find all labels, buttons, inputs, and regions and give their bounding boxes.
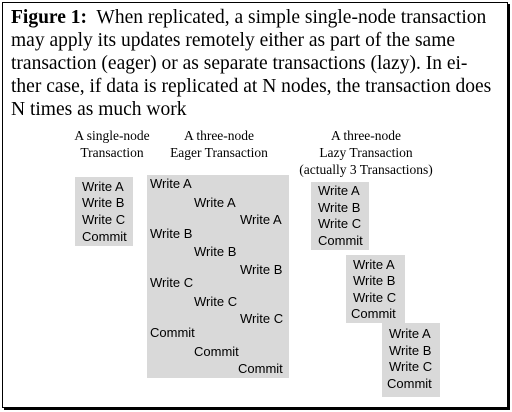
lazy-transaction-1-box xyxy=(311,182,369,250)
lazy-t1-write-b: Write B xyxy=(318,200,361,215)
eager-title-line-2: Eager Transaction xyxy=(170,145,268,160)
lazy-t3-commit: Commit xyxy=(387,376,432,391)
eager-op-node2-write-c: Write C xyxy=(194,294,238,309)
single-transaction-box xyxy=(75,177,133,246)
lazy-title-line-2: Lazy Transaction xyxy=(319,145,413,160)
lazy-title-line-3: (actually 3 Transactions) xyxy=(299,162,433,177)
caption-line-4: ther case, if data is replicated at N no… xyxy=(11,76,492,97)
single-title-line-1: A single-node xyxy=(74,128,150,143)
eager-transaction-box xyxy=(147,175,289,378)
eager-op-node3-write-b: Write B xyxy=(240,262,283,277)
caption-line-5: N times as much work xyxy=(11,99,187,120)
figure-caption: Figure 1: When replicated, a simple sing… xyxy=(11,6,503,121)
single-title-line-2: Transaction xyxy=(80,145,144,160)
eager-op-node1-write-b: Write B xyxy=(150,226,193,241)
eager-op-node1-write-a: Write A xyxy=(150,176,192,191)
lazy-t2-write-b: Write B xyxy=(353,273,396,288)
eager-op-node3-write-a: Write A xyxy=(240,212,282,227)
lazy-t1-write-c: Write C xyxy=(318,216,362,231)
lazy-transaction-2-box xyxy=(346,255,405,323)
lazy-t1-commit: Commit xyxy=(318,233,363,248)
eager-op-node2-commit: Commit xyxy=(194,344,239,359)
single-op-write-b: Write B xyxy=(82,195,125,210)
lazy-title: A three-node Lazy Transaction (actually … xyxy=(290,127,442,178)
lazy-t2-write-c: Write C xyxy=(353,290,397,305)
lazy-t2-commit: Commit xyxy=(351,306,396,321)
caption-line-3: transaction (eager) or as separate trans… xyxy=(11,53,468,74)
lazy-t2-write-a: Write A xyxy=(353,257,395,272)
lazy-transaction-3-box xyxy=(382,323,440,397)
lazy-title-background xyxy=(284,122,446,182)
caption-text-1: When replicated, a simple single-node tr… xyxy=(96,7,487,28)
lazy-title-line-1: A three-node xyxy=(330,128,402,143)
eager-title-line-1: A three-node xyxy=(183,128,255,143)
figure-frame xyxy=(2,2,508,408)
lazy-t1-write-a: Write A xyxy=(318,183,360,198)
eager-op-node1-write-c: Write C xyxy=(150,275,194,290)
single-op-write-a: Write A xyxy=(82,179,124,194)
single-title: A single-node Transaction xyxy=(62,127,162,161)
caption-line-2: may apply its updates remotely either as… xyxy=(11,30,456,51)
eager-op-node1-commit: Commit xyxy=(150,325,195,340)
lazy-t3-write-b: Write B xyxy=(389,343,432,358)
eager-op-node2-write-b: Write B xyxy=(194,244,237,259)
single-op-write-c: Write C xyxy=(82,212,126,227)
eager-op-node3-commit: Commit xyxy=(238,361,283,376)
lazy-t3-write-c: Write C xyxy=(389,359,433,374)
eager-op-node2-write-a: Write A xyxy=(194,195,236,210)
caption-line-1: Figure 1: When replicated, a simple sing… xyxy=(11,6,503,29)
figure-label: Figure 1: xyxy=(11,7,88,28)
eager-title: A three-node Eager Transaction xyxy=(160,127,278,161)
eager-op-node3-write-c: Write C xyxy=(240,311,284,326)
single-op-commit: Commit xyxy=(82,229,127,244)
lazy-t3-write-a: Write A xyxy=(389,326,431,341)
